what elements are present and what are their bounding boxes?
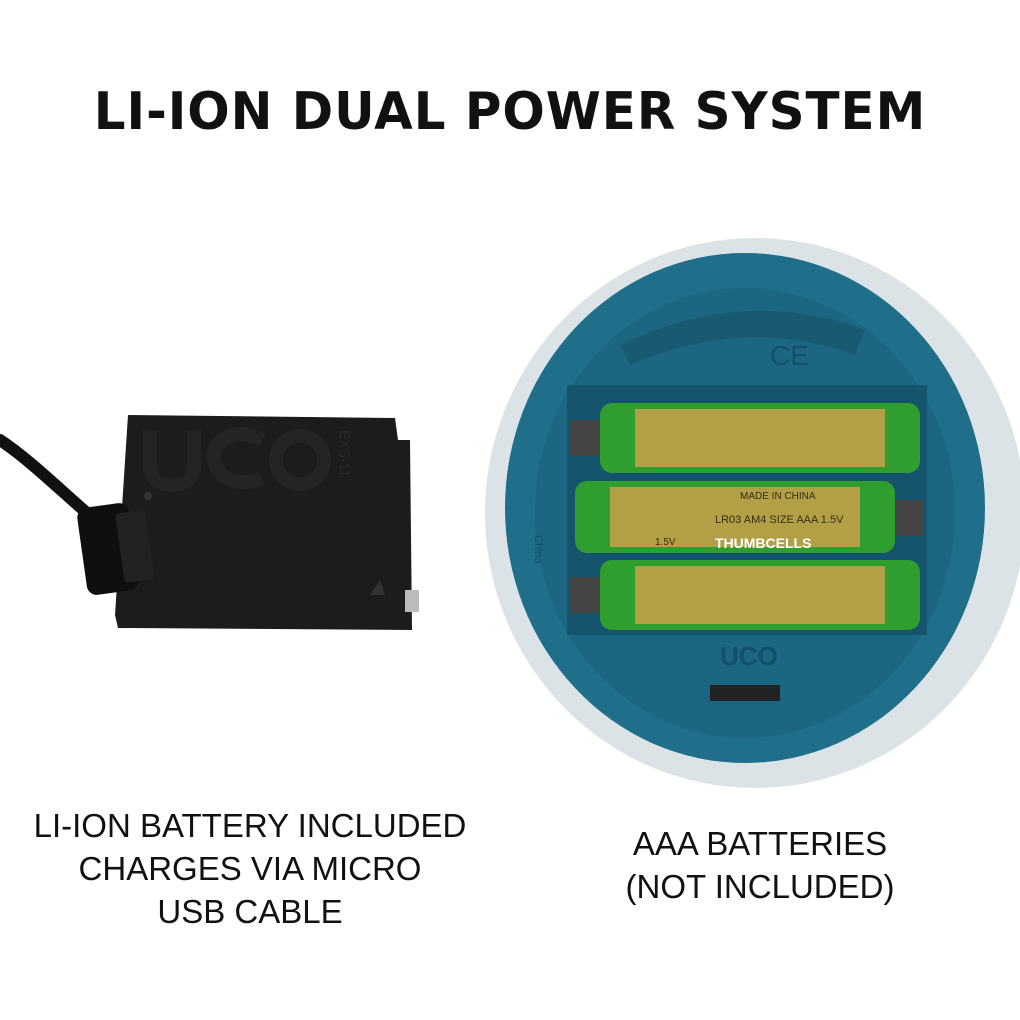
battery-brand-text: THUMBCELLS [715,535,811,551]
pack-model-text: EXS-11 [337,430,353,477]
aaa-caption: AAA BATTERIES (NOT INCLUDED) [560,822,960,908]
li-ion-caption-line3: USB CABLE [157,893,343,930]
aaa-battery-housing-image: CE MADE IN CHINA LR03 AM4 SIZE AAA 1.5V … [485,238,1020,788]
battery-voltage-text: 1.5V [655,537,676,548]
li-ion-battery-pack-image: EXS-11 [0,415,419,630]
uco-logo [143,427,331,493]
usb-cable [0,434,101,526]
housing-origin-text: China [532,535,544,565]
ce-mark: CE [770,340,809,371]
battery-made-in-text: MADE IN CHINA [740,491,816,502]
li-ion-caption: LI-ION BATTERY INCLUDED CHARGES VIA MICR… [10,804,490,933]
aaa-battery-2: MADE IN CHINA LR03 AM4 SIZE AAA 1.5V 1.5… [575,481,923,553]
housing-uco-logo: UCO [720,641,778,671]
battery-switch [710,685,780,701]
aaa-battery-3 [570,560,920,630]
li-ion-caption-line1: LI-ION BATTERY INCLUDED [33,807,467,844]
aaa-caption-line1: AAA BATTERIES [632,825,888,862]
li-ion-caption-line2: CHARGES VIA MICRO [78,850,422,887]
battery-size-text: LR03 AM4 SIZE AAA 1.5V [715,514,844,526]
aaa-caption-line2: (NOT INCLUDED) [625,868,895,905]
aaa-battery-1 [570,403,920,473]
page-title: LI-ION DUAL POWER SYSTEM [93,82,927,142]
battery-pack-body [115,415,412,630]
